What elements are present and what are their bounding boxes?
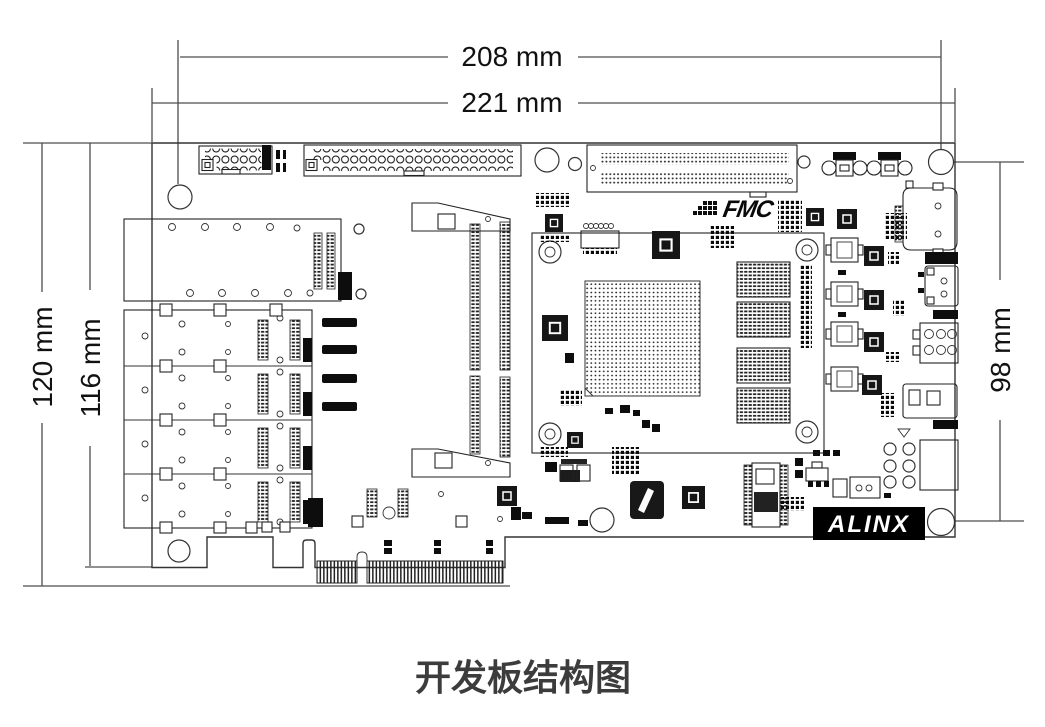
soic-chip [580, 223, 620, 254]
bottom-components [351, 447, 881, 528]
fmc-logo-text: FMC [721, 196, 776, 223]
qsfp-cage [123, 218, 352, 302]
fmc-connector [586, 144, 798, 198]
fmc-grid-icon [693, 201, 717, 215]
pin-block-2x2 [612, 447, 640, 475]
triangle-marker [897, 428, 911, 438]
mounting-hole-top-left [167, 184, 193, 210]
header-2x24 [303, 144, 522, 177]
mounting-hole-bottom-center [589, 507, 615, 533]
module-standoffs [538, 238, 819, 446]
mounting-holes [167, 147, 956, 563]
header-2x5 [198, 145, 286, 175]
qspi-flash-chip [630, 481, 664, 519]
sfp-aux-connector [351, 488, 503, 528]
crystal-pair [559, 459, 591, 482]
edge-capacitors [384, 540, 493, 554]
dimm-socket [411, 202, 511, 478]
hdmi-connector [902, 383, 958, 419]
dim-label-116: 116 mm [75, 318, 106, 417]
module-pin-strip [800, 264, 812, 348]
dimension-208mm: 208 mm [177, 40, 942, 184]
mounting-hole-center [534, 147, 560, 173]
push-button-2 [866, 151, 913, 177]
dim-label-120: 120 mm [27, 306, 58, 407]
dim-label-98: 98 mm [985, 307, 1016, 393]
fpga-bga [584, 280, 701, 397]
dimension-221mm: 221 mm [151, 87, 956, 142]
dimension-120mm: 120 mm [23, 142, 510, 587]
alinx-logo-text: ALINX [827, 511, 910, 538]
sfp-led-pipes [322, 318, 357, 411]
diagram-caption: 开发板结构图 [415, 657, 631, 698]
dim-label-208: 208 mm [461, 41, 562, 72]
pcie-gold-fingers [316, 540, 504, 584]
right-column-parts [825, 237, 905, 417]
fmc-logo: FMC [693, 196, 776, 223]
sfp-cage [123, 303, 357, 534]
mounting-hole-bottom-left [167, 539, 191, 563]
power-connector [912, 322, 959, 364]
mounting-hole-top-right [927, 148, 955, 176]
mounting-hole-bottom-right [926, 507, 956, 537]
buzzer [849, 476, 881, 499]
module-ics [541, 226, 734, 449]
ddr-chips [736, 261, 791, 424]
usb-connector [918, 265, 959, 307]
dimension-98mm: 98 mm [953, 161, 1024, 522]
alinx-logo: ALINX [813, 507, 925, 540]
dimension-116mm: 116 mm [75, 143, 152, 568]
tsop-chip [743, 462, 789, 528]
fan-header [883, 428, 959, 498]
pcie-key-notch [356, 551, 368, 583]
push-button-1 [821, 151, 868, 177]
board-outline [151, 142, 956, 569]
sot-regulator [805, 461, 829, 487]
sfp-cage-tabs [159, 303, 291, 534]
dim-label-221: 221 mm [461, 87, 562, 118]
som-module [531, 226, 825, 454]
